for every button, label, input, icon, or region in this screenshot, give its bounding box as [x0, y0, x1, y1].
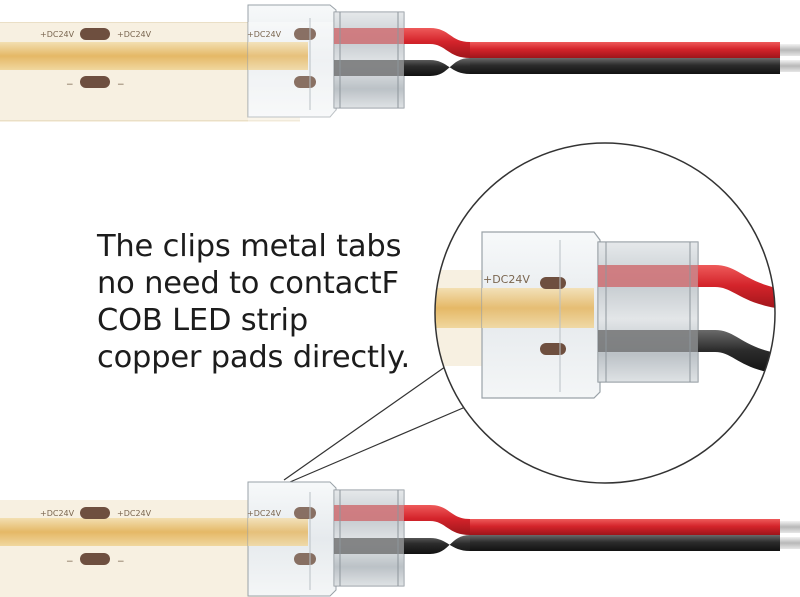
copper-pad	[80, 76, 110, 88]
bottom-clip-body: +DC24V	[247, 481, 337, 597]
strip-label-minus: −	[66, 80, 74, 90]
top-clip-housing	[333, 11, 405, 109]
strip-label-minus: −	[66, 557, 74, 567]
strip-label-plus: +DC24V	[40, 509, 75, 518]
bottom-connector-assembly: +DC24V +DC24V − − +DC24V	[0, 481, 800, 597]
copper-pad	[80, 28, 110, 40]
copper-pad	[80, 553, 110, 565]
wire-tip	[780, 537, 800, 549]
strip-label-plus: +DC24V	[40, 30, 75, 39]
strip-label-plus: +DC24V	[247, 509, 282, 518]
bottom-clip-housing	[333, 489, 405, 587]
strip-label-plus: +DC24V	[117, 30, 152, 39]
caption-line: COB LED strip	[97, 303, 308, 338]
strip-label-plus: +DC24V	[117, 509, 152, 518]
caption-line: copper pads directly.	[97, 340, 411, 375]
top-clip-body: +DC24V	[247, 4, 337, 122]
strip-label-minus: −	[117, 80, 125, 90]
zoom-strip-label-plus: +DC24V	[483, 273, 530, 286]
bottom-wires	[404, 505, 800, 554]
callout-lines	[283, 361, 471, 483]
strip-label-plus: +DC24V	[247, 30, 282, 39]
wire-tip	[780, 60, 800, 72]
strip-label-minus: −	[117, 557, 125, 567]
caption-line: no need to contactF	[97, 266, 399, 301]
wire-tip	[780, 44, 800, 56]
caption-text: The clips metal tabs no need to contactF…	[97, 228, 437, 376]
top-connector-assembly: +DC24V +DC24V − − +DC24V	[0, 4, 800, 122]
zoom-detail-circle: +DC24V	[434, 142, 776, 484]
wire-tip	[780, 521, 800, 533]
copper-pad	[80, 507, 110, 519]
caption-line: The clips metal tabs	[97, 229, 402, 264]
top-wires	[404, 28, 800, 76]
